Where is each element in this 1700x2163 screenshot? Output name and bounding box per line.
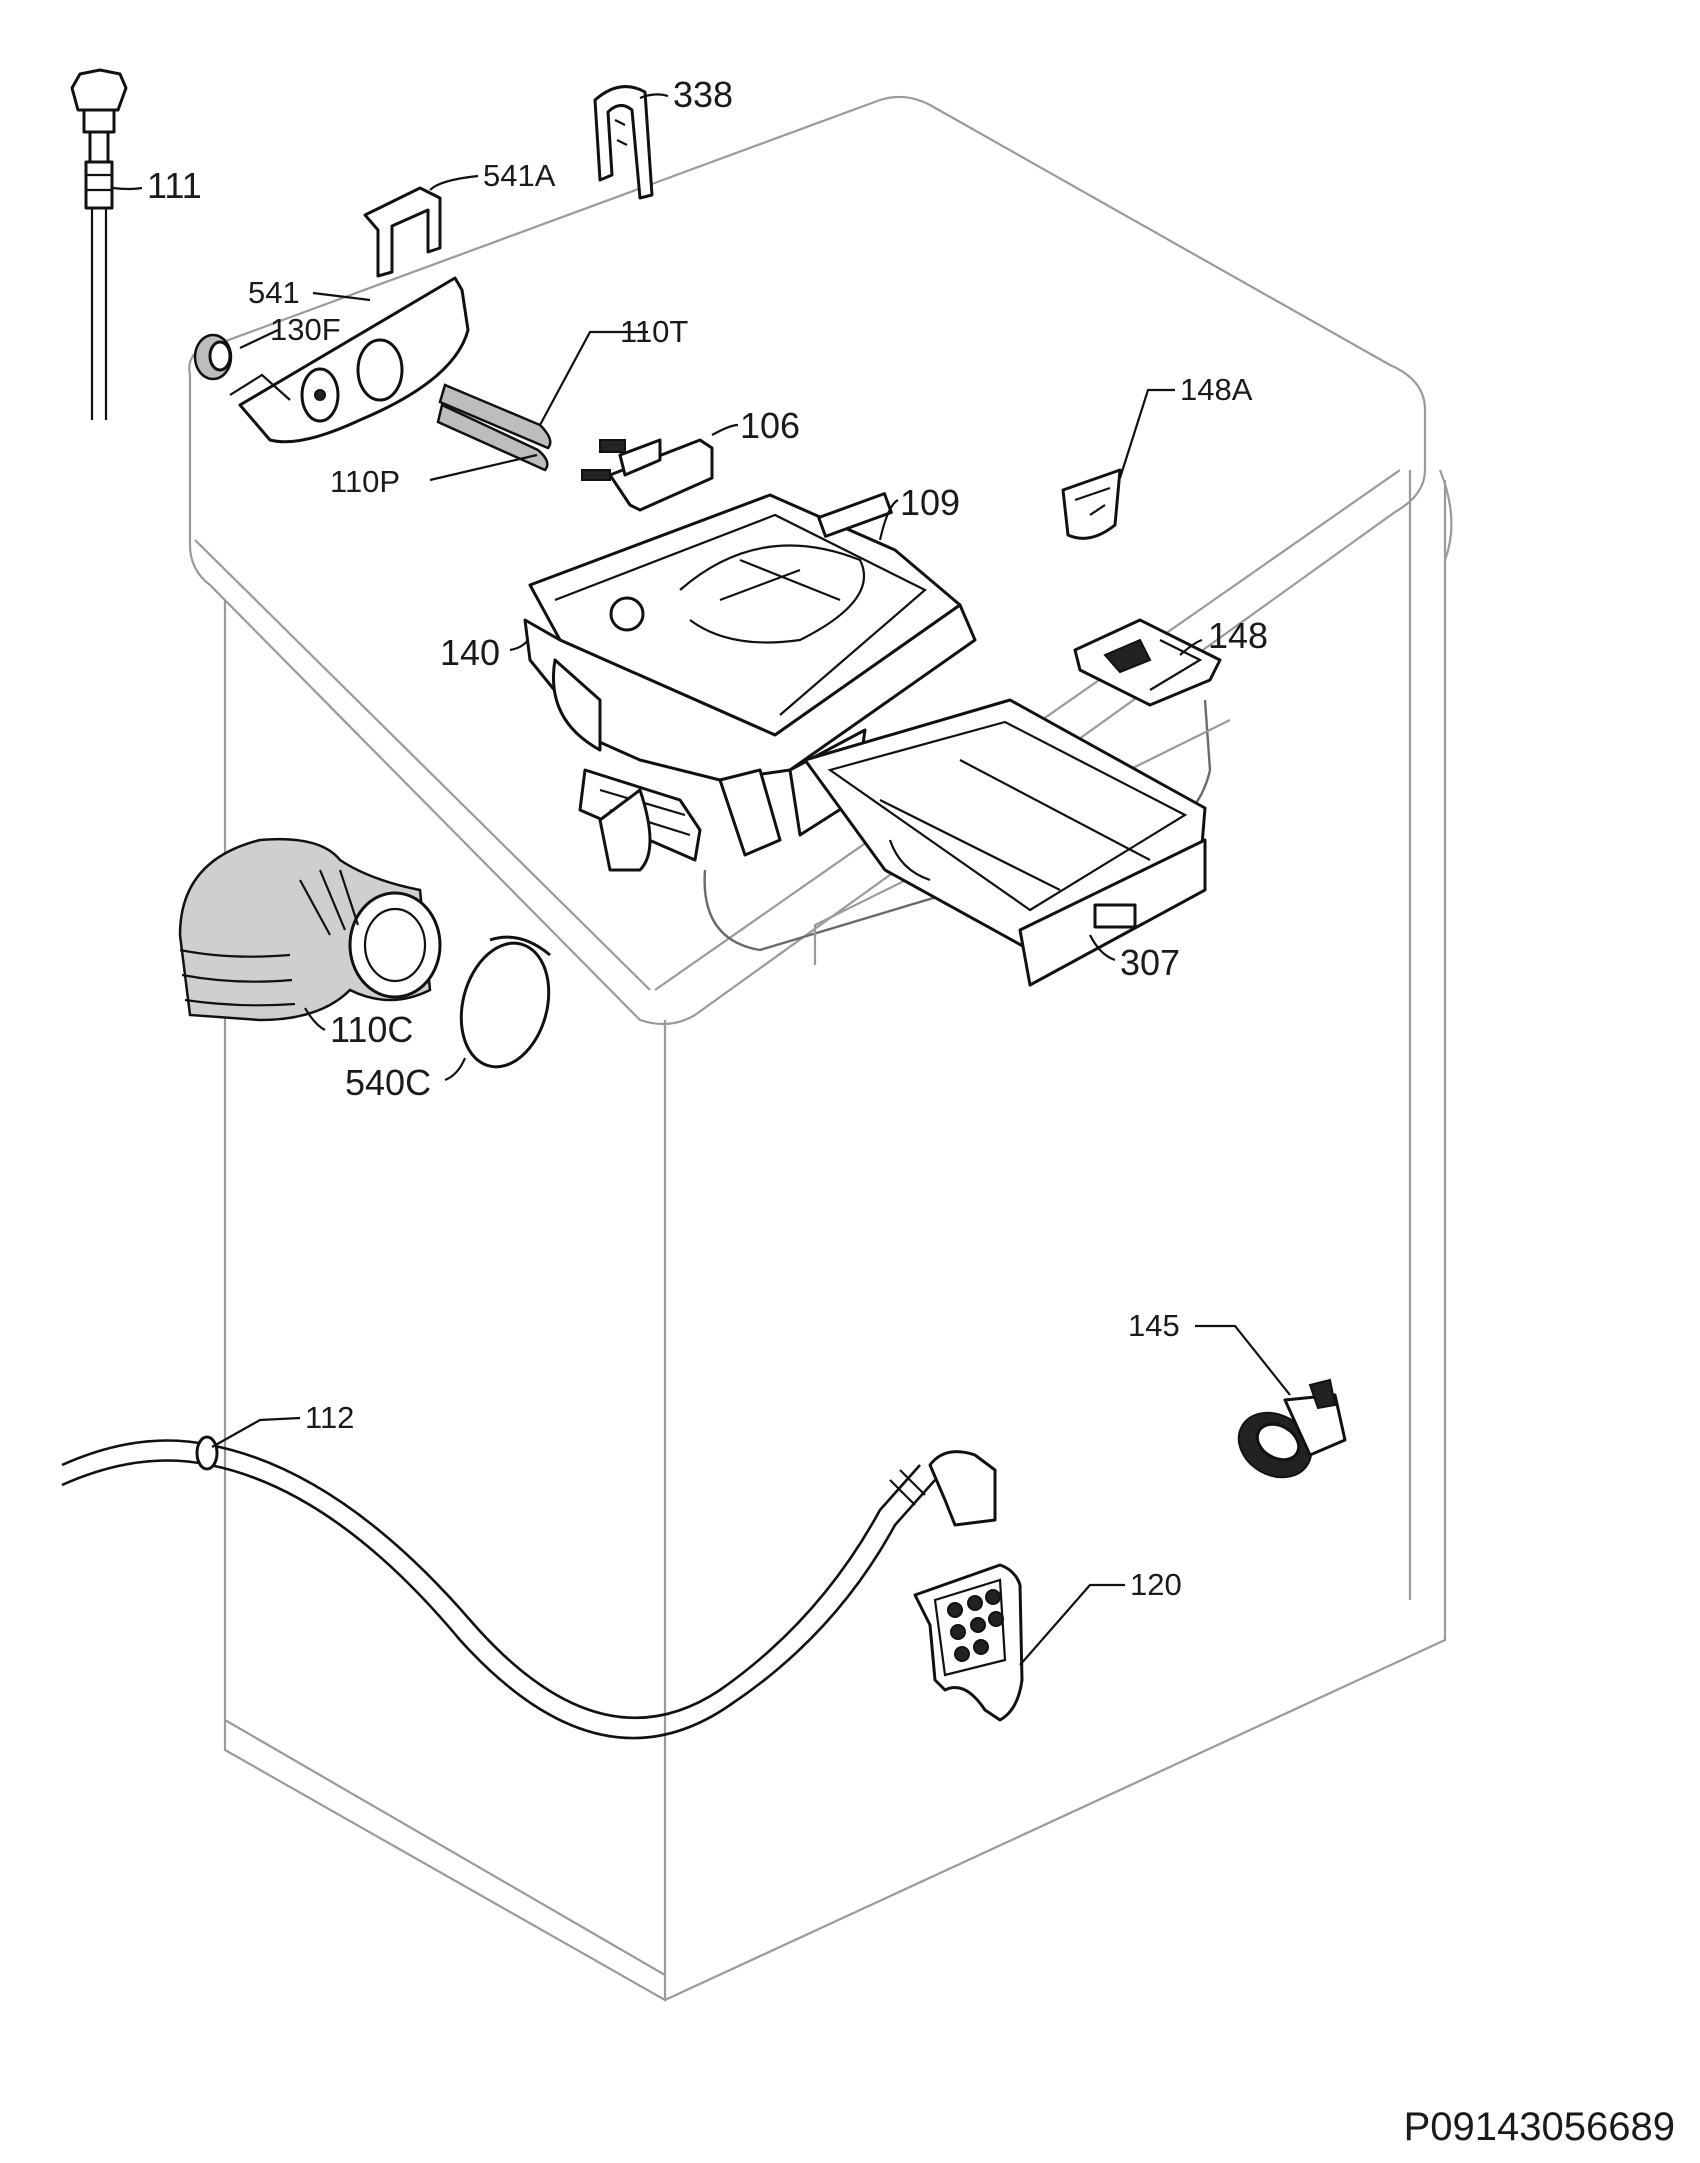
label-106: 106 (740, 405, 800, 446)
label-338: 338 (673, 74, 733, 115)
cabinet-outline (188, 95, 1453, 2002)
bellows-110C (178, 837, 442, 1022)
leader-lines (112, 93, 1291, 1666)
detergent-drawer-307 (803, 698, 1207, 987)
label-130F: 130F (270, 312, 341, 347)
label-307: 307 (1120, 942, 1180, 983)
label-541A: 541A (483, 158, 556, 193)
tube-110T (438, 383, 552, 450)
tube-110P (436, 403, 549, 472)
label-140: 140 (440, 632, 500, 673)
label-110P: 110P (330, 464, 400, 499)
label-148: 148 (1208, 615, 1268, 656)
clip-338 (593, 85, 654, 200)
label-110C: 110C (330, 1009, 413, 1050)
label-540C: 540C (345, 1062, 431, 1103)
label-111: 111 (147, 165, 202, 206)
filter-cover-120 (913, 1563, 1024, 1722)
valve-106 (581, 438, 714, 512)
bracket-148A (1061, 468, 1122, 540)
drain-hose-112 (61, 1435, 997, 1740)
label-109: 109 (900, 482, 960, 523)
pump-part-145 (1237, 1378, 1347, 1479)
part-labels: 111 338 541A 541 130F 110T 106 110P 148A… (147, 74, 1268, 1602)
latch-148 (1073, 618, 1222, 707)
inlet-hose-111 (70, 68, 128, 420)
drawing-code: P09143056689 (1404, 2105, 1675, 2149)
dispenser-body-140 (523, 603, 977, 872)
label-541: 541 (248, 275, 300, 310)
label-120: 120 (1130, 1567, 1182, 1602)
label-112: 112 (305, 1400, 354, 1435)
label-110T: 110T (620, 314, 688, 349)
cap-130F (193, 333, 233, 381)
clamp-ring-540C (459, 935, 551, 1069)
label-145: 145 (1128, 1308, 1180, 1343)
cover-plate-541 (229, 276, 470, 444)
clip-541A (363, 186, 442, 278)
label-148A: 148A (1180, 372, 1253, 407)
